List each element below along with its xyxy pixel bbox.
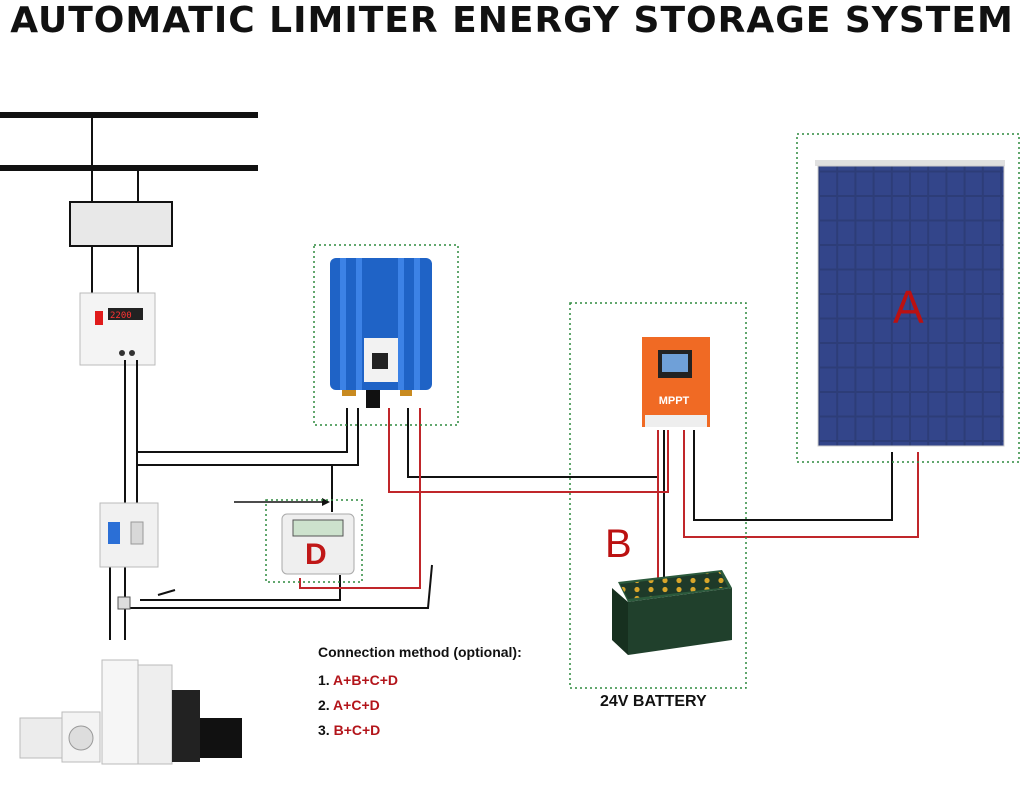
connection-method: Connection method (optional): 1. A+B+C+D… (318, 644, 522, 747)
red-wires (299, 408, 919, 589)
utility-meter (69, 201, 173, 247)
limiter-meter (281, 513, 355, 575)
home-appliances (19, 659, 242, 765)
label-b: B (605, 522, 632, 566)
connection-option: 1. A+B+C+D (318, 672, 522, 688)
svg-text:2200: 2200 (110, 311, 132, 321)
mppt-label: MPPT (658, 395, 690, 407)
page-title: AUTOMATIC LIMITER ENERGY STORAGE SYSTEM (10, 0, 1014, 41)
group-c-border (313, 244, 459, 426)
mppt-controller (642, 337, 710, 427)
protector-relay: 2200 (79, 292, 156, 366)
arrow-to-limiter (234, 498, 330, 506)
connection-heading: Connection method (optional): (318, 644, 522, 660)
grid-tie-inverter (330, 258, 432, 408)
battery-pack (612, 570, 732, 655)
group-a-border (796, 133, 1020, 463)
option-text: B+C+D (333, 722, 381, 738)
current-sensor (117, 596, 131, 610)
connection-option: 3. B+C+D (318, 722, 522, 738)
connection-option: 2. A+C+D (318, 697, 522, 713)
group-d-border (265, 499, 363, 583)
option-number: 1. (318, 672, 334, 688)
solar-panel (815, 160, 1005, 447)
option-number: 3. (318, 722, 334, 738)
option-text: A+B+C+D (333, 672, 399, 688)
label-d: D (305, 538, 327, 571)
battery-label: 24V BATTERY (600, 693, 707, 710)
label-a: A (893, 281, 924, 333)
black-wires (109, 360, 893, 640)
power-lines (0, 112, 258, 202)
circuit-breaker (99, 502, 159, 568)
option-number: 2. (318, 697, 334, 713)
option-text: A+C+D (333, 697, 380, 713)
